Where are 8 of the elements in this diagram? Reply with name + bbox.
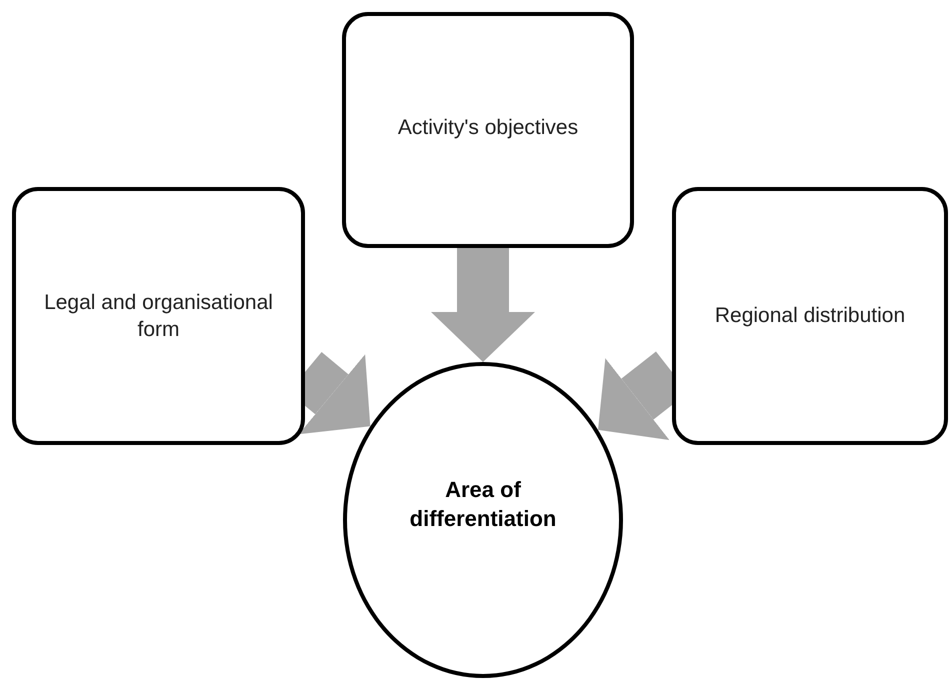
rounded-box — [672, 187, 948, 445]
node-label: Legal and organisational form — [43, 290, 274, 343]
node-label: Area of differentiation — [408, 476, 558, 533]
node-label: Regional distribution — [714, 303, 906, 330]
node-label: Activity's objectives — [398, 115, 578, 141]
rounded-box — [342, 12, 634, 248]
rounded-box — [12, 187, 305, 445]
block-arrow — [431, 247, 535, 362]
